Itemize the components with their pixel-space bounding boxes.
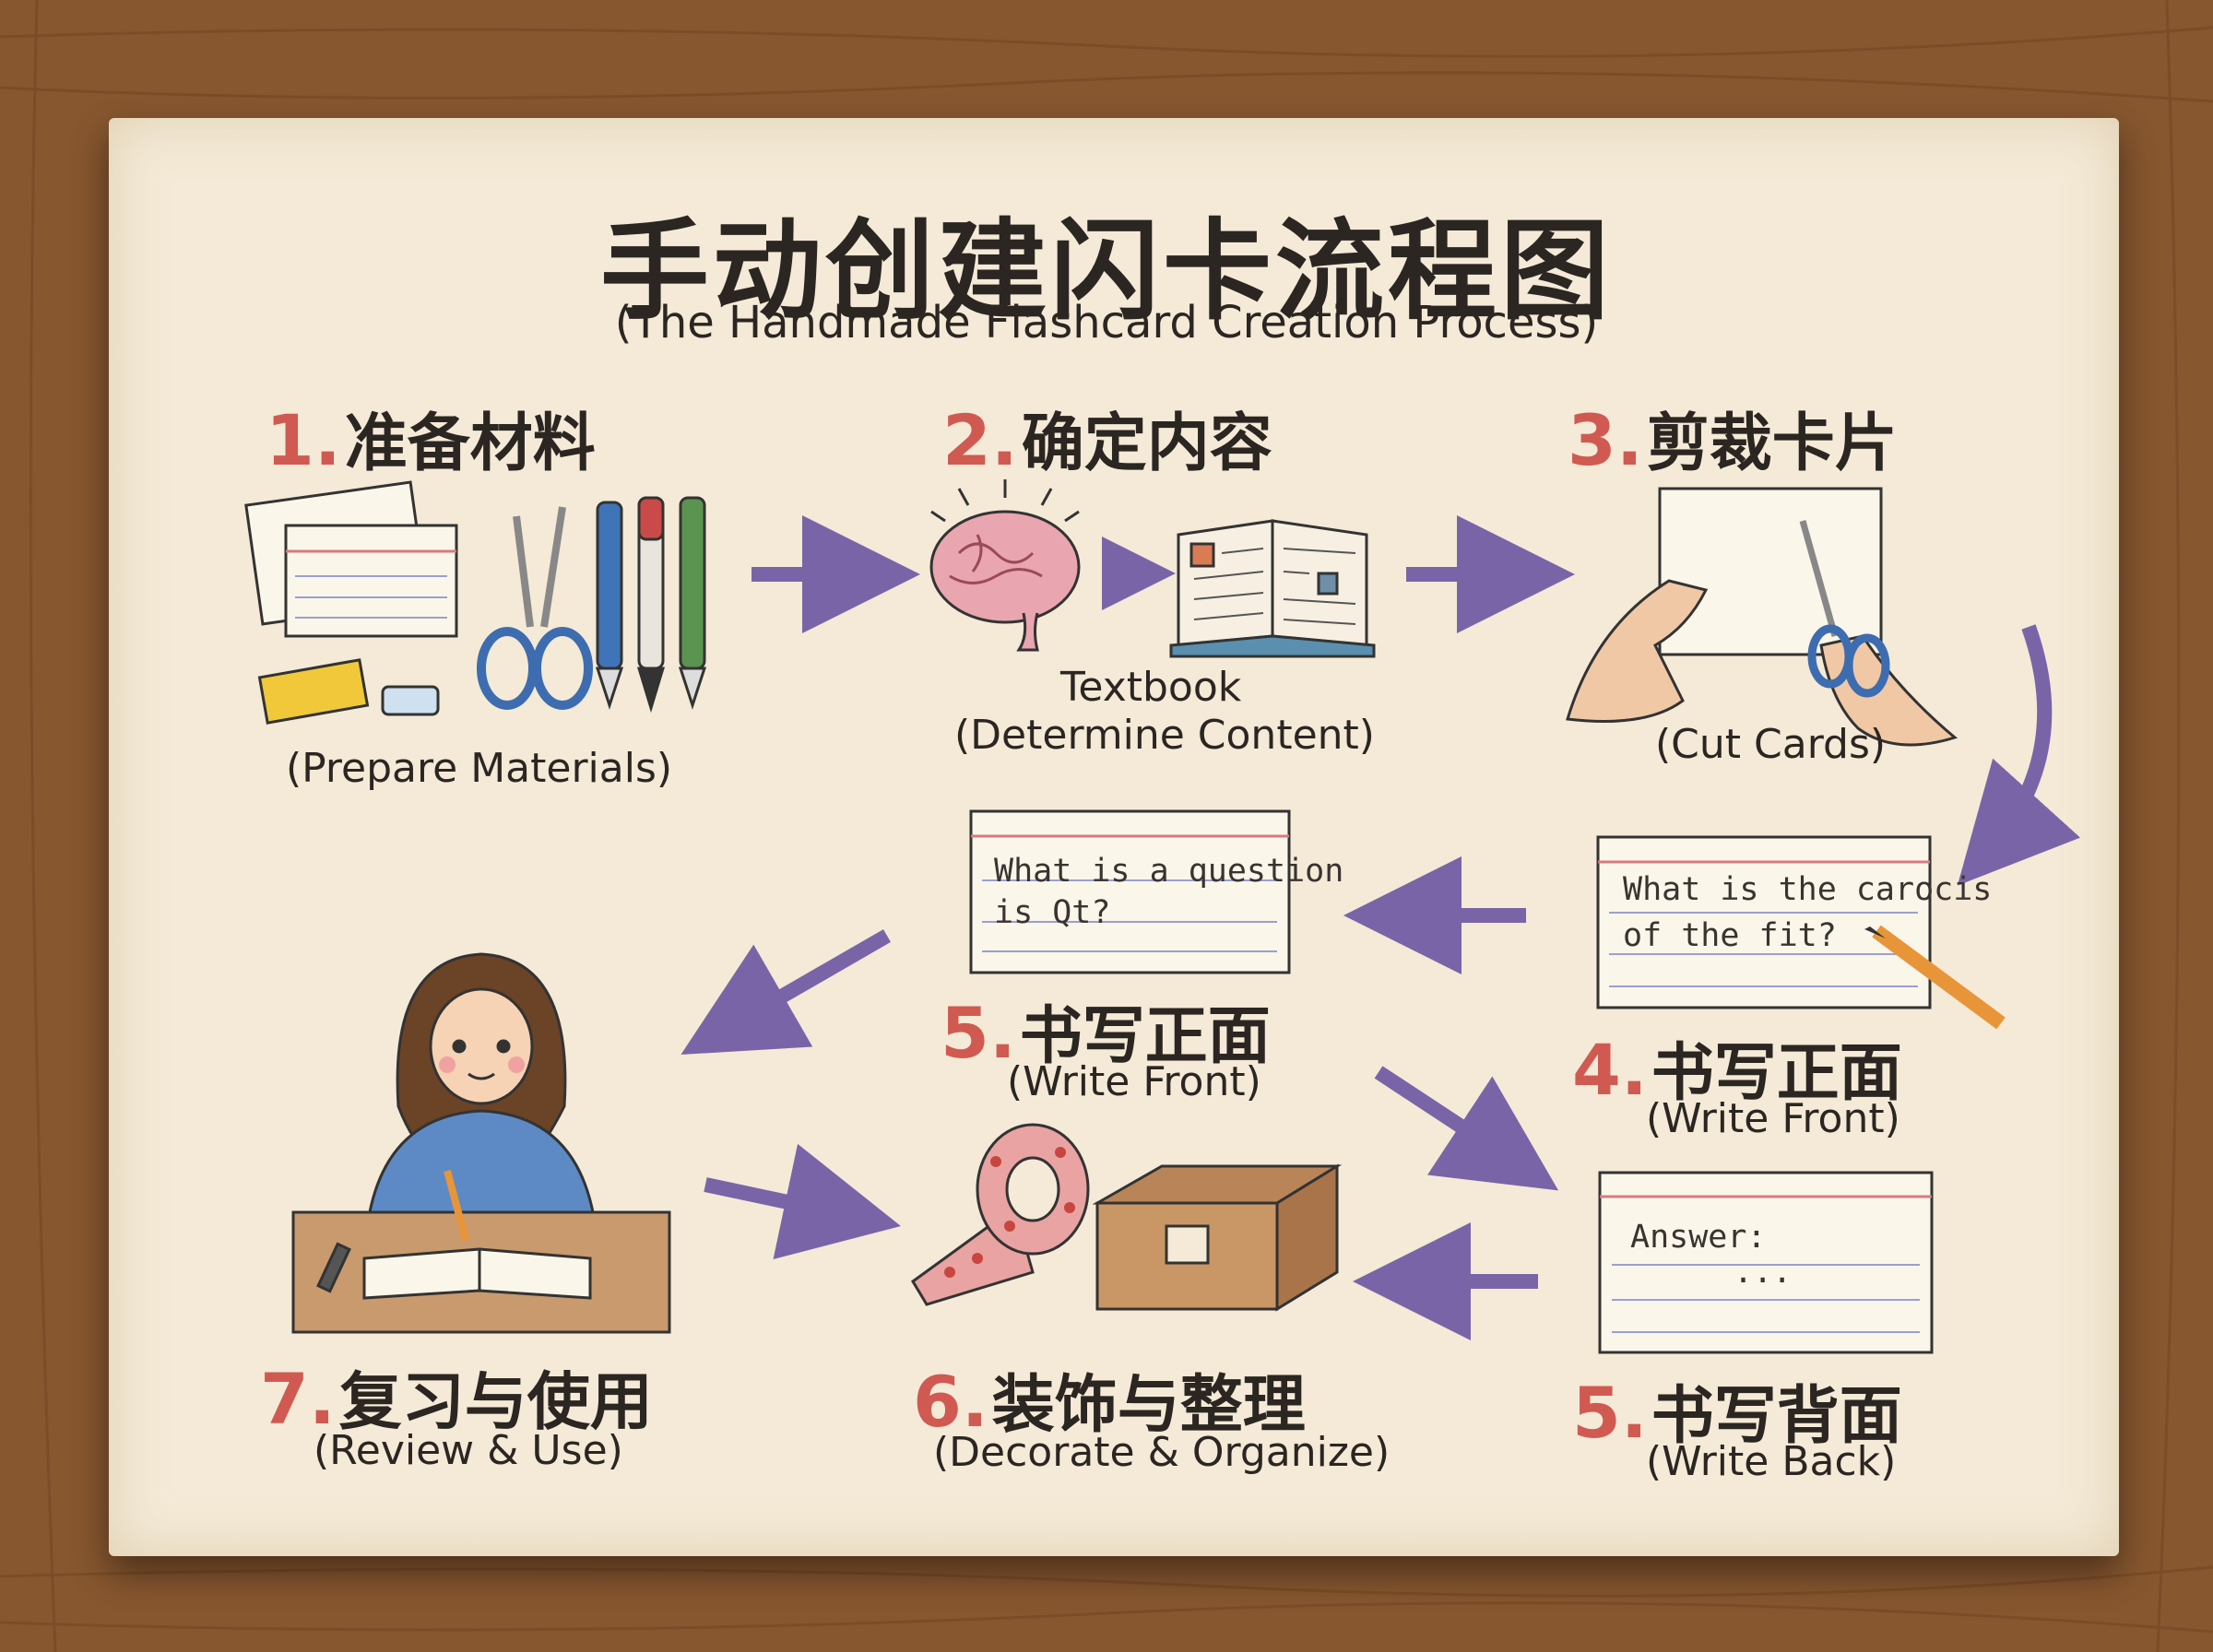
arrow-step5a-to-step5b xyxy=(1374,1066,1559,1191)
card5a-line2: is Qt? xyxy=(994,894,1111,931)
step4-caption: (Write Front) xyxy=(1646,1095,1900,1142)
pens-icon xyxy=(595,496,707,714)
step3-caption: (Cut Cards) xyxy=(1655,721,1887,768)
step2-label: 确定内容 xyxy=(1021,407,1272,480)
step2-number: 2. xyxy=(942,399,1018,481)
step5b-heading: 5. 书写背面 xyxy=(1572,1364,1902,1456)
step7-caption: (Review & Use) xyxy=(314,1427,623,1474)
pencil-icon xyxy=(1864,925,2006,1030)
scissors-icon xyxy=(477,506,593,710)
step3-label: 剪裁卡片 xyxy=(1646,407,1898,480)
step5b-caption: (Write Back) xyxy=(1646,1438,1897,1485)
step2-caption: (Determine Content) xyxy=(954,712,1375,759)
page-title: 手动创建闪卡流程图 xyxy=(599,207,1613,335)
step4-heading: 4. 书写正面 xyxy=(1572,1021,1902,1113)
step5a-label: 书写正面 xyxy=(1019,1000,1271,1073)
card4-line2: of the fit? xyxy=(1623,917,1837,954)
step5a-caption: (Write Front) xyxy=(1007,1058,1261,1105)
step4-number: 4. xyxy=(1572,1029,1648,1111)
card5a-line1: What is a question xyxy=(994,853,1344,890)
card5b-line2: ... xyxy=(1734,1254,1793,1291)
step6-heading: 6. 装饰与整理 xyxy=(913,1353,1306,1445)
step5b-label: 书写背面 xyxy=(1651,1380,1902,1453)
index-cards-icon xyxy=(244,480,458,638)
step3-number: 3. xyxy=(1568,399,1643,481)
washi-tape-icon xyxy=(911,1123,1090,1306)
step1-heading: 1. 准备材料 xyxy=(266,392,596,483)
step1-caption: (Prepare Materials) xyxy=(286,745,673,792)
step2-heading: 2. 确定内容 xyxy=(942,392,1272,483)
step2-subcaption: Textbook xyxy=(1060,664,1242,711)
arrow-step5a-to-step7 xyxy=(680,929,891,1055)
step4-label: 书写正面 xyxy=(1651,1037,1902,1110)
step5a-number: 5. xyxy=(941,992,1016,1074)
flashcard-step5b xyxy=(1598,1171,1934,1354)
card4-line1: What is the carocis xyxy=(1623,871,1993,908)
page-subtitle: (The Handmade Flashcard Creation Process… xyxy=(614,297,1599,348)
step6-number: 6. xyxy=(913,1361,988,1443)
eraser-icon xyxy=(257,658,440,725)
arrow-step7-to-step6 xyxy=(704,1143,901,1260)
step1-number: 1. xyxy=(266,399,341,481)
step6-label: 装饰与整理 xyxy=(991,1369,1306,1442)
step5a-heading: 5. 书写正面 xyxy=(941,985,1271,1076)
storage-box-icon xyxy=(1092,1163,1343,1312)
step7-number: 7. xyxy=(260,1358,336,1440)
step1-label: 准备材料 xyxy=(344,407,596,480)
book-icon xyxy=(1169,519,1376,658)
flashcard-step4 xyxy=(1596,835,1932,1009)
brain-icon xyxy=(929,479,1081,652)
step3-heading: 3. 剪裁卡片 xyxy=(1568,392,1898,483)
step7-label: 复习与使用 xyxy=(338,1366,653,1439)
step5b-number: 5. xyxy=(1572,1372,1648,1454)
hands-cutting-icon xyxy=(1566,487,1959,747)
arrow-step3-to-step4 xyxy=(1957,624,2081,886)
student-icon xyxy=(291,952,671,1334)
step6-caption: (Decorate & Organize) xyxy=(933,1429,1391,1476)
step7-heading: 7. 复习与使用 xyxy=(260,1351,653,1442)
card5b-line1: Answer: xyxy=(1630,1219,1767,1256)
flashcard-step5a xyxy=(969,809,1291,974)
